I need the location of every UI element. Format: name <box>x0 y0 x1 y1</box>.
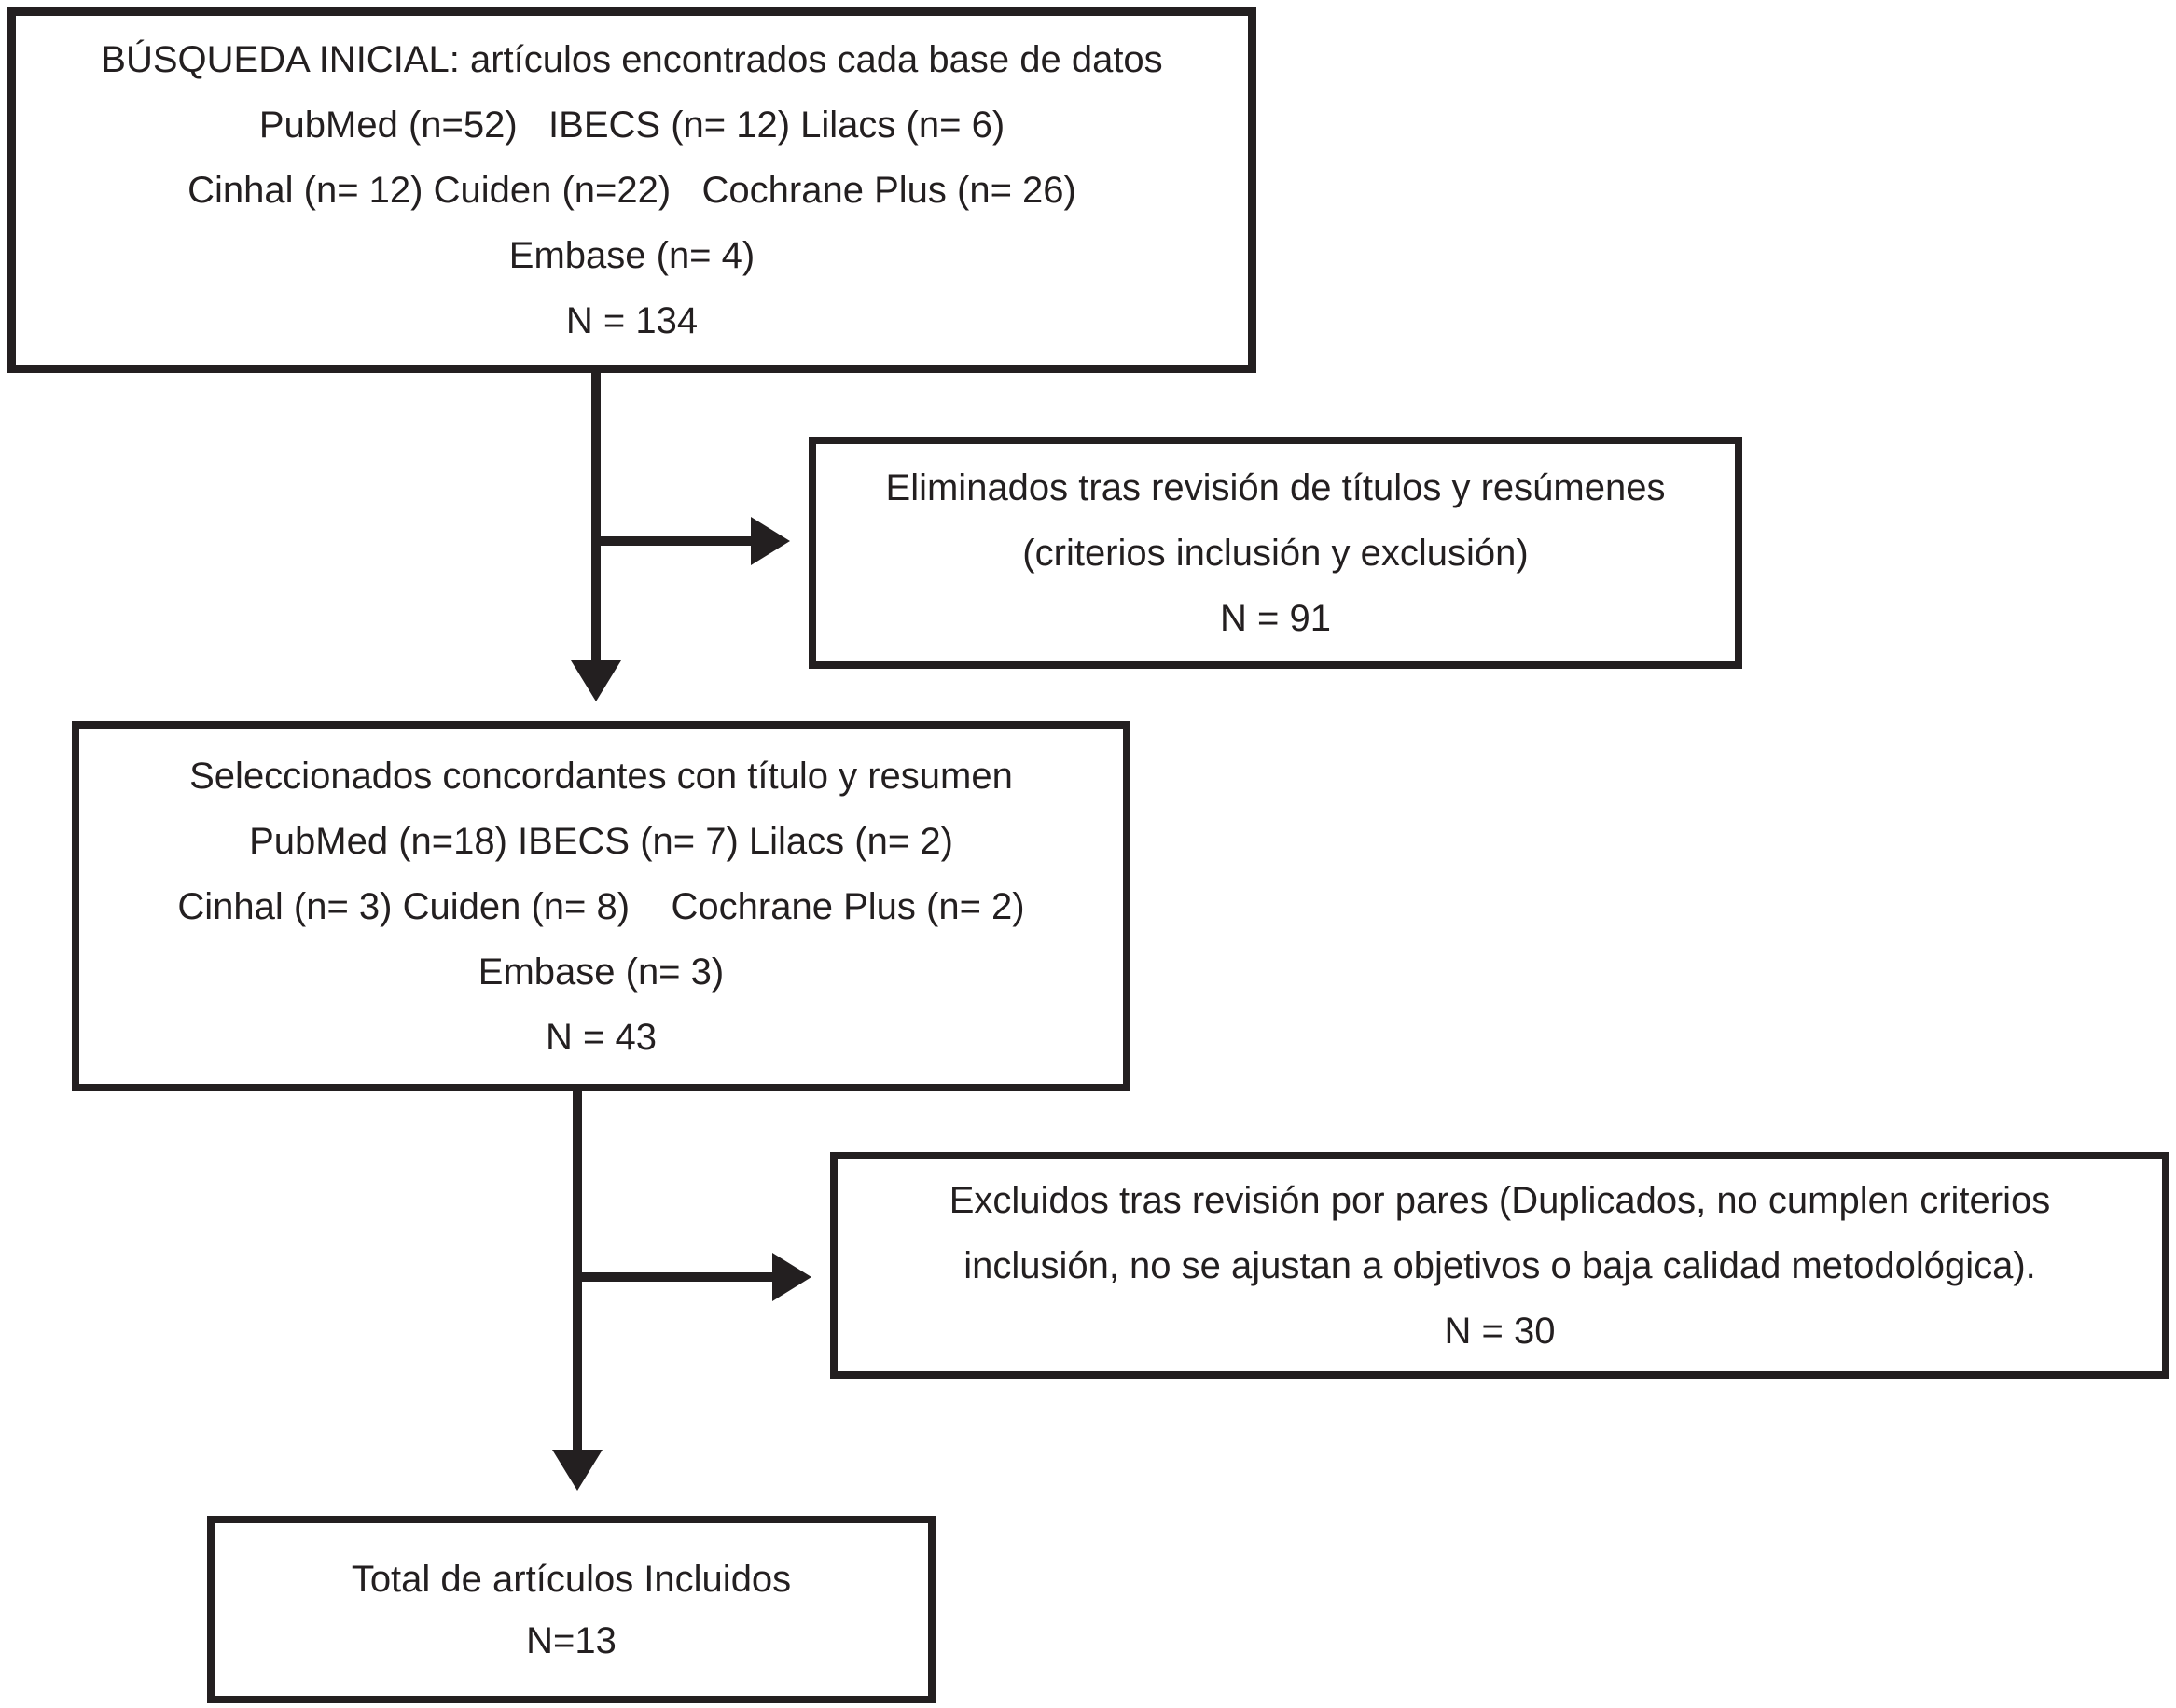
box-total-included: Total de artículos Incluidos N=13 <box>207 1516 936 1703</box>
arrow-selected-to-total-line <box>573 1091 582 1451</box>
box-total-line-1: Total de artículos Incluidos <box>351 1558 792 1600</box>
down-arrowhead-icon <box>571 660 621 701</box>
down-arrowhead-icon <box>552 1450 603 1491</box>
box-excluded-peer-review: Excluidos tras revisión por pares (Dupli… <box>830 1152 2169 1379</box>
box-selected-line-3: Cinhal (n= 3) Cuiden (n= 8) Cochrane Plu… <box>177 885 1025 927</box>
arrow-initial-to-selected-line <box>591 373 601 666</box>
box-selected-line-4: Embase (n= 3) <box>478 951 725 993</box>
arrow-branch-to-eliminated-line <box>596 536 751 546</box>
box-eliminated-line-2: (criterios inclusión y exclusión) <box>1022 532 1529 574</box>
arrow-branch-to-excluded-line <box>577 1272 772 1282</box>
right-arrowhead-icon <box>751 517 790 565</box>
box-eliminated-total: N = 91 <box>1220 597 1331 639</box>
box-excluded-line-2: inclusión, no se ajustan a objetivos o b… <box>963 1244 2036 1286</box>
box-selected-line-1: Seleccionados concordantes con título y … <box>189 755 1013 797</box>
box-initial-line-4: Embase (n= 4) <box>508 235 755 276</box>
box-selected-line-2: PubMed (n=18) IBECS (n= 7) Lilacs (n= 2) <box>249 820 953 862</box>
box-excluded-line-1: Excluidos tras revisión por pares (Dupli… <box>949 1179 2051 1221</box>
box-initial-search: BÚSQUEDA INICIAL: artículos encontrados … <box>7 7 1256 373</box>
box-eliminated-titles-abstracts: Eliminados tras revisión de títulos y re… <box>809 437 1742 669</box>
box-initial-total: N = 134 <box>565 300 699 341</box>
box-initial-line-2: PubMed (n=52) IBECS (n= 12) Lilacs (n= 6… <box>258 104 1005 146</box>
box-selected-total: N = 43 <box>546 1016 657 1058</box>
box-initial-line-1: BÚSQUEDA INICIAL: artículos encontrados … <box>101 39 1163 80</box>
box-total-total: N=13 <box>526 1619 617 1661</box>
box-selected-concordant: Seleccionados concordantes con título y … <box>72 721 1130 1091</box>
box-initial-line-3: Cinhal (n= 12) Cuiden (n=22) Cochrane Pl… <box>187 170 1076 211</box>
box-eliminated-line-1: Eliminados tras revisión de títulos y re… <box>885 466 1666 508</box>
box-excluded-total: N = 30 <box>1444 1310 1556 1352</box>
right-arrowhead-icon <box>772 1253 811 1301</box>
